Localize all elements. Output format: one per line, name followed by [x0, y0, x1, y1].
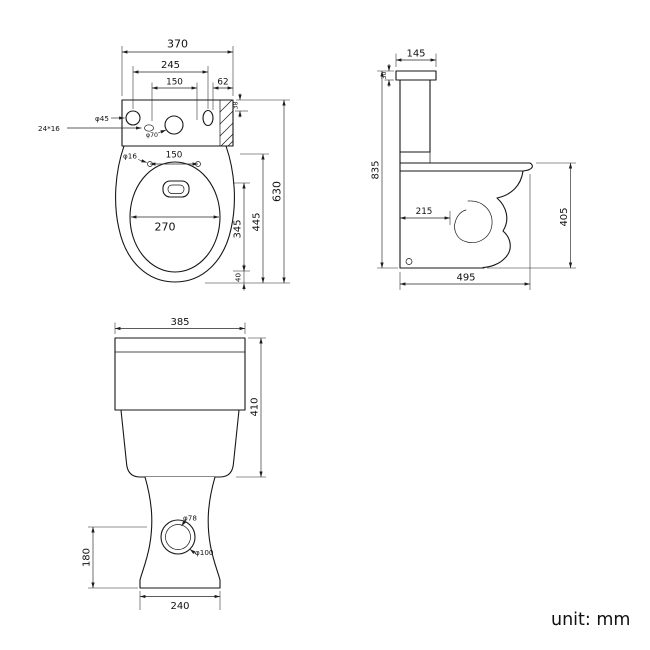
rim-nose	[522, 162, 533, 172]
dim-top-holes-span: 245	[161, 60, 180, 71]
top-view-dimensions: 370 245 150 62 38 φ45 24*16 φ70 φ16	[38, 38, 290, 291]
seat-ring	[129, 161, 221, 273]
flush-window-inner	[167, 184, 185, 194]
flush-window-outer	[162, 180, 190, 198]
drain-inner	[165, 524, 191, 550]
tank-hole-center	[164, 115, 184, 135]
dim-top-bowl-inner-width: 270	[155, 221, 176, 234]
bowl-underside	[482, 170, 524, 269]
dim-front-base-height: 180	[81, 548, 92, 567]
unit-label: unit: mm	[551, 610, 630, 630]
dim-side-lid-height: 30	[381, 72, 388, 80]
label-hole-left-dia: φ45	[95, 114, 109, 123]
dim-top-total-depth: 630	[270, 181, 283, 202]
bowl-front	[120, 409, 240, 478]
dim-top-hole-top-offset: 38	[232, 102, 239, 110]
side-view-dimensions: 145 30 835 215 405 495	[370, 49, 576, 290]
dim-top-hole-offset-right: 62	[217, 78, 228, 88]
trap-curve	[454, 200, 493, 243]
cistern-side	[399, 79, 431, 153]
tank-section-hatch	[219, 99, 234, 147]
tank-hole-left	[125, 110, 141, 126]
dim-top-bowl-depth: 445	[252, 212, 263, 231]
dim-top-total-width: 370	[167, 38, 188, 51]
dim-side-tank-top-width: 145	[406, 49, 425, 60]
outlet-detail	[405, 258, 413, 265]
dim-front-height-to-rim: 410	[249, 397, 260, 416]
label-hole-mid-dia: φ70	[146, 132, 158, 139]
label-seat-hole-dia: φ16	[123, 152, 137, 161]
tank-front	[114, 337, 246, 411]
tank-hole-slot	[144, 124, 154, 132]
front-view-dimensions: 385 410 180 φ78 φ100 240	[81, 317, 266, 612]
dim-front-total-width: 385	[170, 317, 189, 328]
dim-side-total-depth: 495	[456, 273, 475, 284]
tank-hole-right	[202, 109, 214, 127]
dim-side-total-height: 835	[370, 160, 381, 179]
dim-top-seat-depth: 345	[233, 219, 244, 238]
dim-side-trap-distance: 215	[416, 207, 433, 217]
front-view: 385 410 180 φ78 φ100 240	[81, 317, 266, 612]
dim-top-seat-hole-span: 150	[166, 151, 183, 161]
dim-front-base-width: 240	[170, 601, 189, 612]
dim-top-front-offset: 40	[234, 273, 243, 283]
label-hole-slot: 24*16	[38, 124, 60, 133]
label-drain-inner-dia: φ78	[183, 514, 197, 523]
dim-top-holes-span-inner: 150	[166, 78, 183, 88]
label-drain-outer-dia: φ100	[195, 548, 214, 557]
side-view: 145 30 835 215 405 495	[370, 49, 576, 290]
cistern-lid-side	[395, 70, 437, 81]
top-view: 370 245 150 62 38 φ45 24*16 φ70 φ16	[38, 38, 290, 291]
dim-side-rim-height: 405	[559, 207, 570, 226]
bowl-outline-top	[115, 145, 235, 283]
